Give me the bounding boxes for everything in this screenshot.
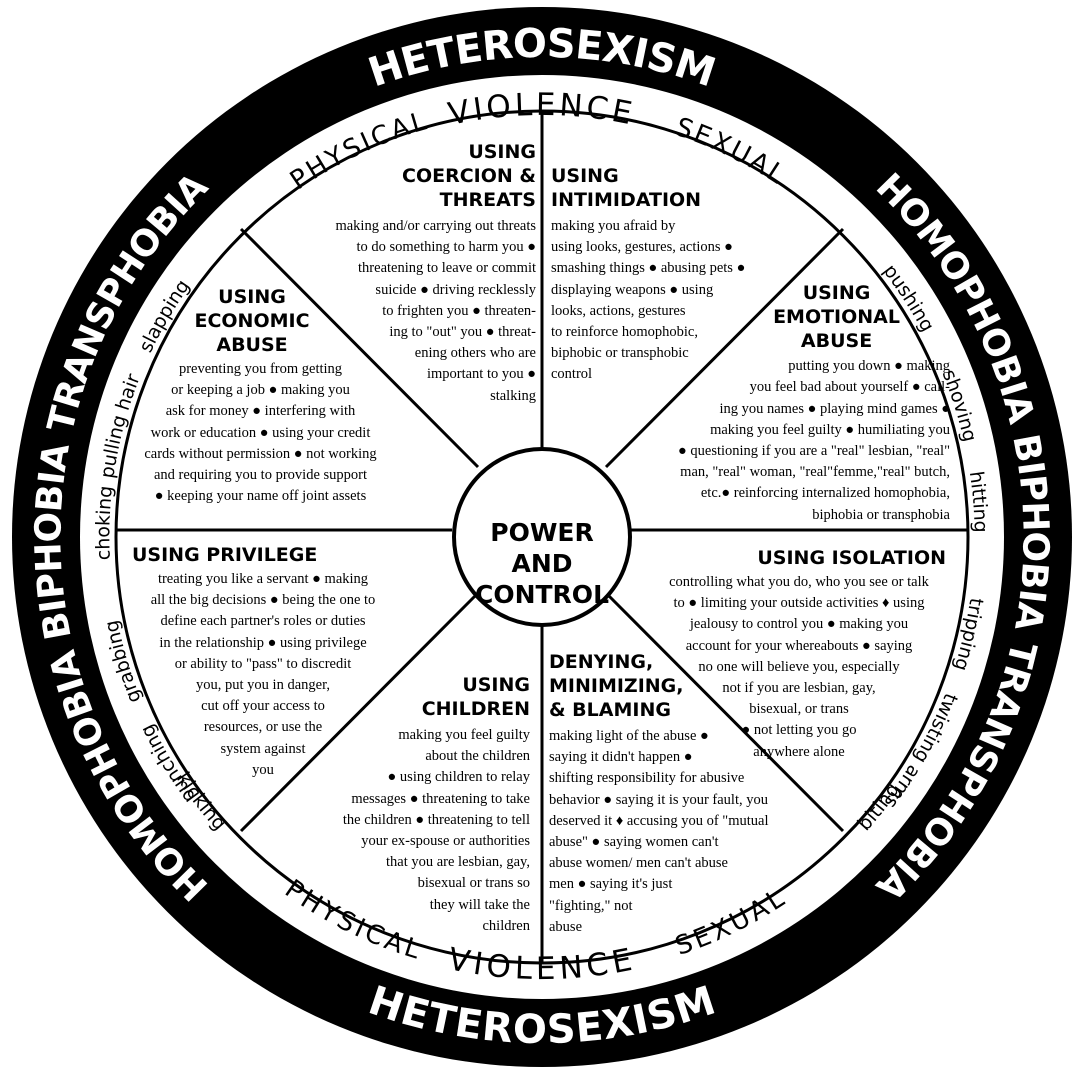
section-title: USING EMOTIONAL ABUSE — [773, 282, 900, 352]
section-intimidation: USING INTIMIDATION making you afraid by … — [551, 164, 791, 386]
section-title: USING COERCION & THREATS — [402, 141, 536, 211]
section-title: USING ECONOMIC ABUSE — [194, 286, 310, 356]
section-privilege: USING PRIVILEGE treating you like a serv… — [128, 543, 398, 781]
hub-label: POWER AND CONTROL — [474, 517, 609, 609]
hub-circle — [452, 447, 632, 627]
act-choking: choking — [92, 485, 117, 561]
section-title: USING INTIMIDATION — [551, 165, 702, 211]
section-body: preventing you from getting or keeping a… — [144, 361, 377, 505]
section-body: making light of the abuse ● saying it di… — [549, 728, 769, 935]
section-title: USING PRIVILEGE — [132, 544, 318, 566]
section-body: putting you down ● making you feel bad a… — [678, 358, 950, 523]
section-body: making and/or carrying out threats to do… — [335, 218, 536, 404]
section-title: USING ISOLATION — [757, 547, 946, 569]
wheel-spokes — [116, 111, 968, 963]
section-body: treating you like a servant ● making all… — [150, 571, 376, 778]
section-emotional-abuse: USING EMOTIONAL ABUSE putting you down ●… — [645, 281, 950, 526]
section-denying-minimizing-blaming: DENYING, MINIMIZING, & BLAMING making li… — [549, 650, 799, 938]
power-control-hub: POWER AND CONTROL — [452, 473, 632, 653]
section-children: USING CHILDREN making you feel guilty ab… — [320, 673, 530, 937]
section-body: making you afraid by using looks, gestur… — [551, 218, 746, 383]
section-coercion-threats: USING COERCION & THREATS making and/or c… — [300, 140, 536, 407]
section-body: making you feel guilty about the childre… — [342, 727, 530, 934]
section-isolation: USING ISOLATION controlling what you do,… — [652, 546, 946, 763]
section-title: USING CHILDREN — [421, 674, 530, 720]
section-economic-abuse: USING ECONOMIC ABUSE preventing you from… — [128, 285, 393, 507]
section-title: DENYING, MINIMIZING, & BLAMING — [549, 651, 684, 721]
section-body: controlling what you do, who you see or … — [669, 574, 929, 760]
